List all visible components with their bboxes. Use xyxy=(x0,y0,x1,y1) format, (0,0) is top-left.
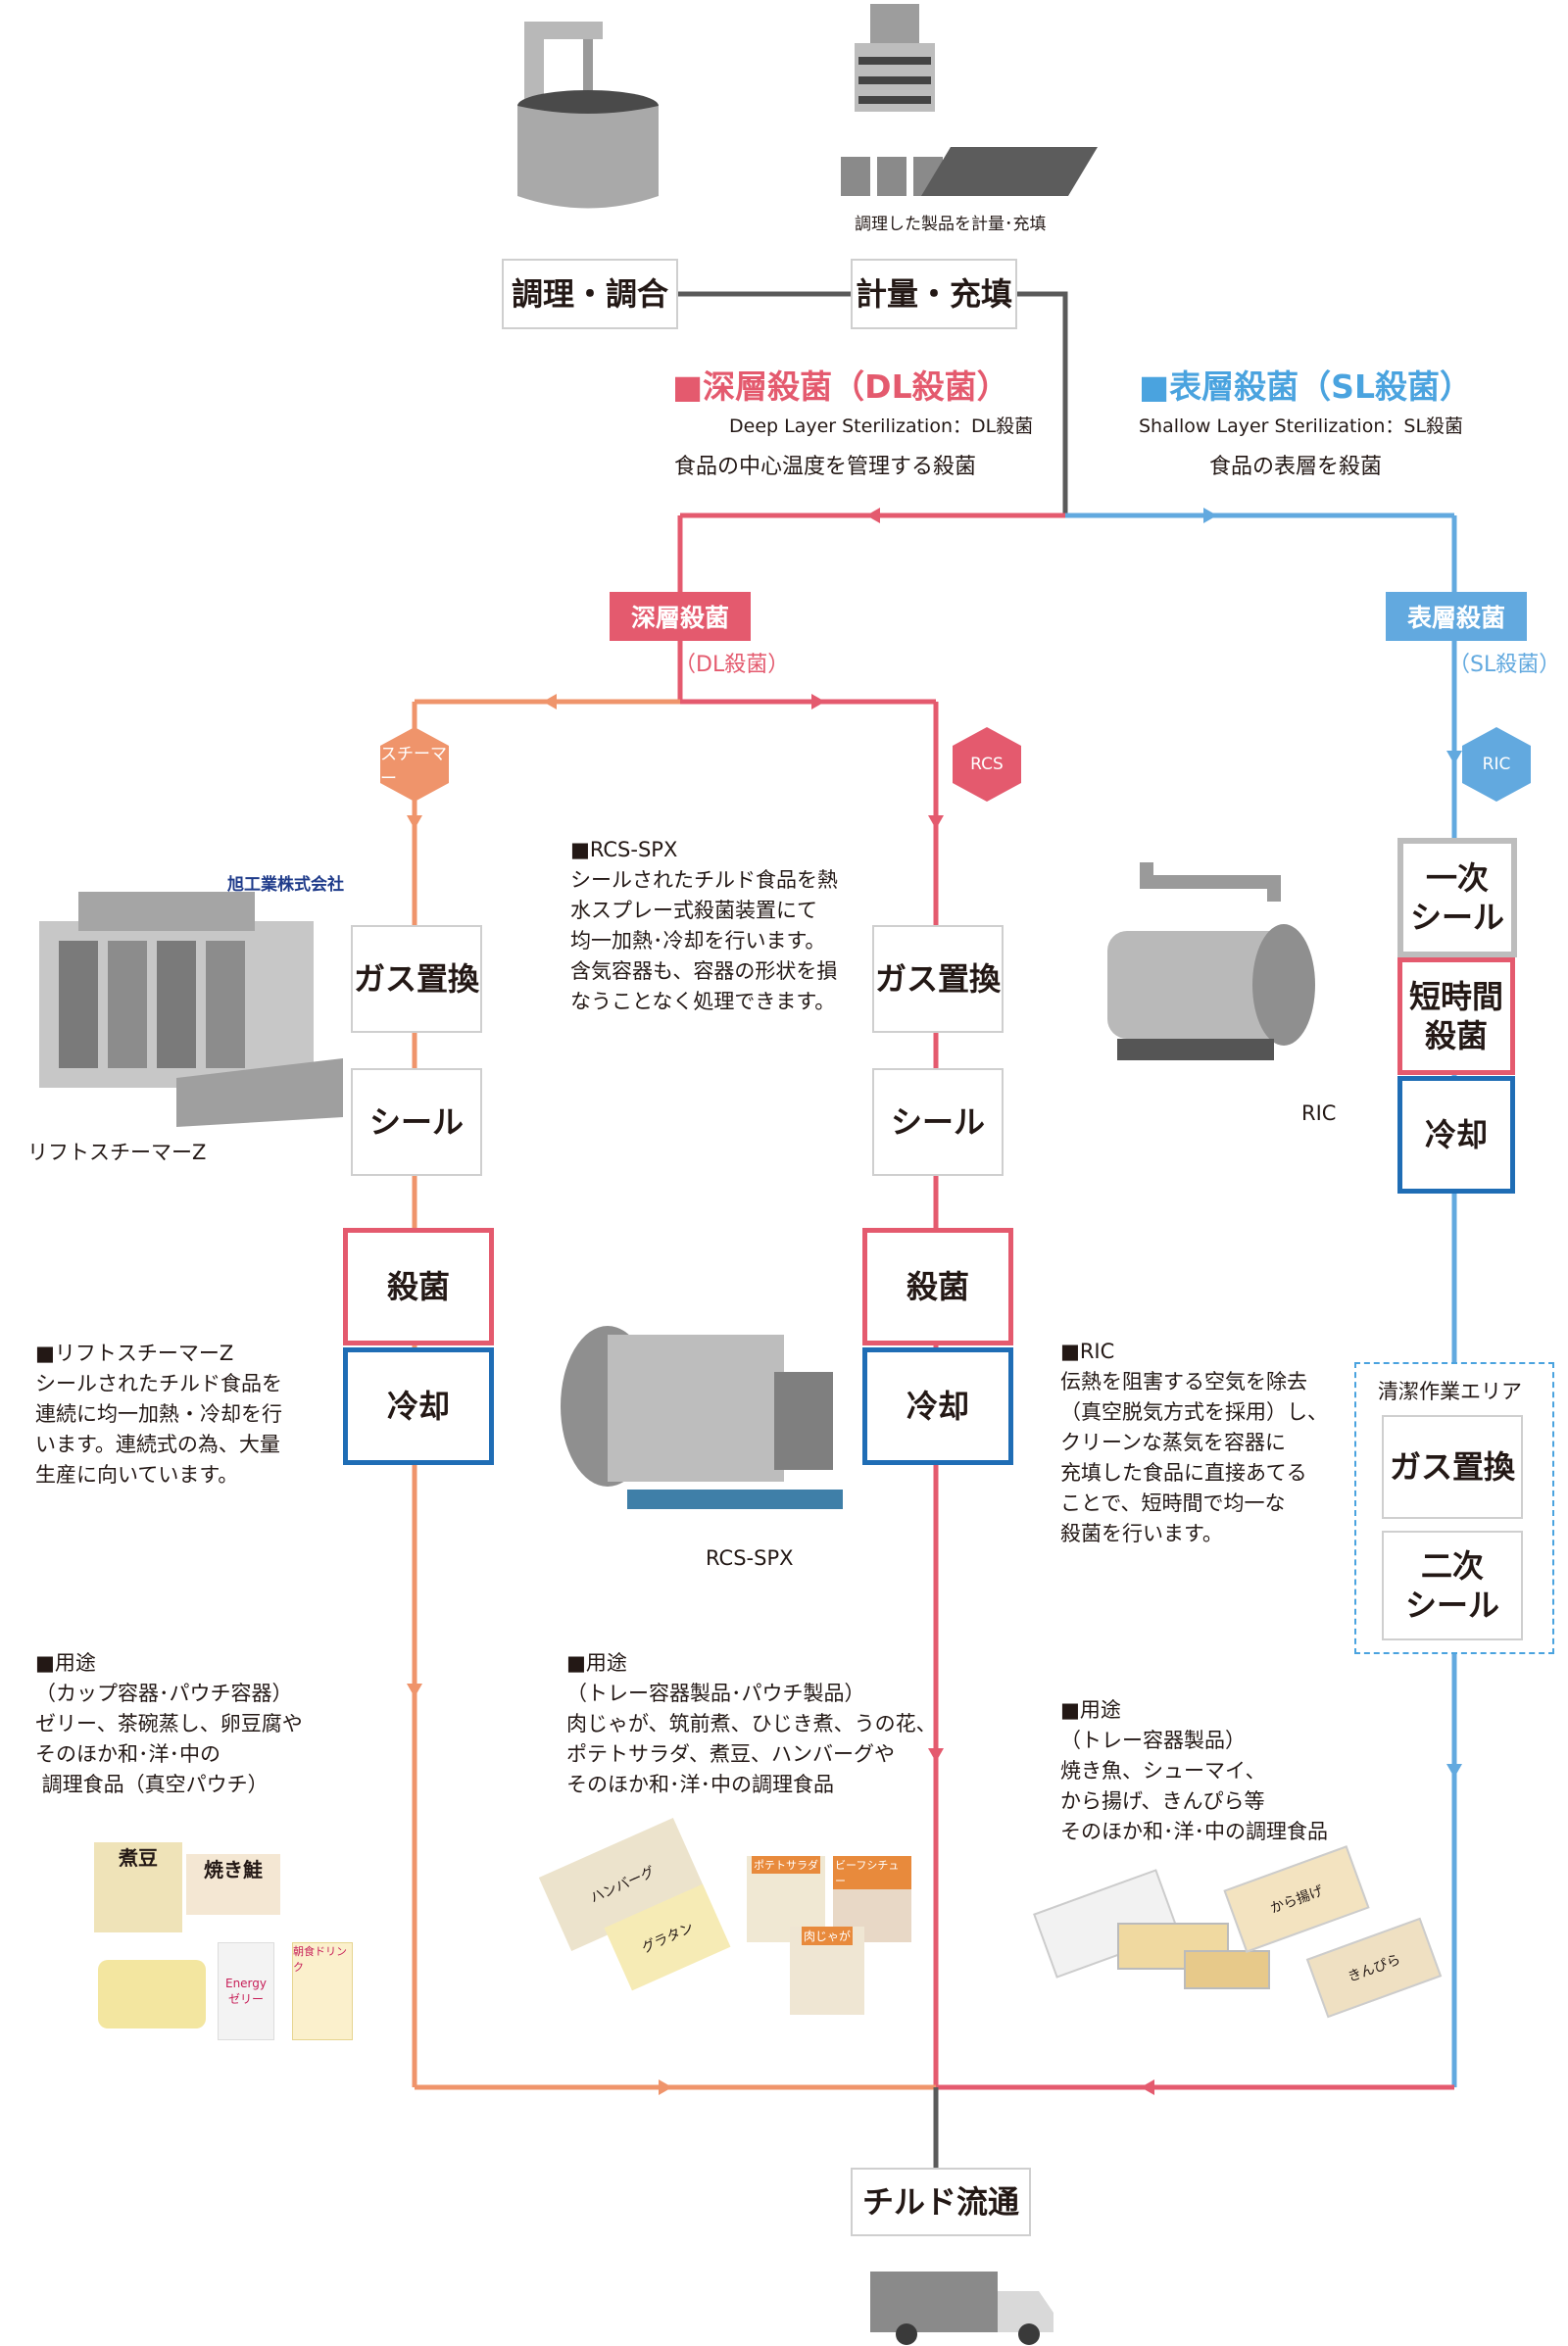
ric-gas-box: ガス置換 xyxy=(1382,1415,1523,1519)
rcs-gas-label: ガス置換 xyxy=(874,960,1001,998)
arrow-down-icon xyxy=(928,1748,944,1762)
cook-blend-box: 調理・調合 xyxy=(502,259,678,329)
arrow-down-icon xyxy=(407,815,422,829)
ric-machine-name: RIC xyxy=(1301,1101,1337,1125)
product-pouch: 朝食ドリンク xyxy=(292,1942,353,2040)
product-pouch: 肉じゃが xyxy=(790,1927,864,2015)
arrow-right-icon xyxy=(1203,508,1217,523)
product-pouch: ポテトサラダ xyxy=(747,1856,825,1942)
ric-cool-box: 冷却 xyxy=(1397,1076,1515,1194)
rcs-description: ■RCS-SPX シールされたチルド食品を熱 水スプレー式殺菌装置にて 均一加熱… xyxy=(570,838,838,1013)
product-pouch: 煮豆 xyxy=(94,1842,182,1932)
steamer-gas-box: ガス置換 xyxy=(351,925,482,1033)
product-label: 朝食ドリンク xyxy=(293,1945,347,1974)
clean-area-label: 清潔作業エリア xyxy=(1378,1380,1522,1403)
ric-primary-seal-box: 一次 シール xyxy=(1397,838,1517,957)
rcs-hex-label: RCS xyxy=(970,755,1004,774)
sl-tag-label: 表層殺菌 xyxy=(1406,604,1505,632)
sl-header-title: ■表層殺菌（SL殺菌） xyxy=(1139,367,1472,406)
ric-gas-label: ガス置換 xyxy=(1389,1448,1515,1486)
steamer-gas-label: ガス置換 xyxy=(353,960,479,998)
steamer-hex-label: スチーマー xyxy=(380,745,447,789)
product-label: きんぴら xyxy=(1346,1951,1403,1986)
steamer-seal-box: シール xyxy=(351,1068,482,1176)
truck-icon xyxy=(870,2272,1054,2345)
arrow-down-icon xyxy=(928,815,944,829)
sl-header-english: Shallow Layer Sterilization：SL殺菌 xyxy=(1139,415,1464,437)
product-label: ハンバーグ xyxy=(588,1864,658,1907)
product-label: 煮豆 xyxy=(119,1846,158,1870)
rcs-sterilize-label: 殺菌 xyxy=(906,1268,969,1305)
rcs-spx-machine-icon xyxy=(561,1326,843,1509)
sl-tag-sub: （SL殺菌） xyxy=(1448,653,1561,677)
chill-distribution-box: チルド流通 xyxy=(851,2168,1031,2236)
chill-distribution-label: チルド流通 xyxy=(861,2183,1019,2221)
arrow-down-icon xyxy=(407,1684,422,1697)
dl-tag-sub: （DL殺菌） xyxy=(674,653,790,677)
sl-header-desc: 食品の表層を殺菌 xyxy=(1209,455,1383,479)
steamer-description: ■リフトスチーマーZ シールされたチルド食品を 連続に均一加熱・冷却を行 います… xyxy=(35,1342,282,1487)
steamer-sterilize-box: 殺菌 xyxy=(343,1228,494,1345)
product-label: から揚げ xyxy=(1268,1882,1326,1918)
dl-header-english: Deep Layer Sterilization：DL殺菌 xyxy=(729,415,1034,437)
ric-usage: ■用途 （トレー容器製品） 焼き魚、シューマイ、 から揚げ、きんぴら等 そのほか… xyxy=(1060,1698,1328,1843)
rcs-seal-label: シール xyxy=(890,1103,985,1141)
steamer-machine-name: リフトスチーマーZ xyxy=(27,1141,207,1164)
rcs-gas-box: ガス置換 xyxy=(872,925,1004,1033)
steamer-seal-label: シール xyxy=(368,1103,464,1141)
ric-description: ■RIC 伝熱を阻害する空気を除去 （真空脱気方式を採用）し、 クリーンな蒸気を… xyxy=(1060,1340,1328,1545)
product-label: 肉じゃが xyxy=(801,1927,853,1945)
ric-short-sterilize-label: 短時間 殺菌 xyxy=(1408,978,1503,1054)
product-pouch: 焼き鮭 xyxy=(186,1854,280,1915)
dl-tag-label: 深層殺菌 xyxy=(630,604,729,632)
rcs-usage: ■用途 （トレー容器製品･パウチ製品） 肉じゃが、筑前煮、ひじき煮、うの花、 ポ… xyxy=(566,1651,937,1796)
rcs-seal-box: シール xyxy=(872,1068,1004,1176)
ric-cool-label: 冷却 xyxy=(1424,1116,1488,1153)
product-cup xyxy=(98,1960,206,2028)
ric-short-sterilize-box: 短時間 殺菌 xyxy=(1397,957,1515,1075)
product-label: 焼き鮭 xyxy=(204,1858,263,1882)
product-label: グラタン xyxy=(639,1920,697,1957)
fill-caption: 調理した製品を計量･充填 xyxy=(855,215,1047,234)
arrow-left-icon xyxy=(1141,2079,1154,2095)
weigh-fill-box: 計量・充填 xyxy=(851,259,1017,329)
dl-tag: 深層殺菌 xyxy=(610,592,751,641)
steamer-hex-badge: スチーマー xyxy=(380,727,449,802)
ric-autoclave-icon xyxy=(1107,862,1315,1060)
arrow-right-icon xyxy=(811,694,825,709)
maker-logo: 旭工業株式会社 xyxy=(227,875,344,895)
lift-steamer-machine-icon xyxy=(39,892,343,1127)
ric-hex-label: RIC xyxy=(1482,755,1511,774)
product-label: Energy ゼリー xyxy=(224,1976,267,2006)
dl-header-desc: 食品の中心温度を管理する殺菌 xyxy=(674,455,977,479)
product-label: ビーフシチュー xyxy=(833,1856,911,1889)
rcs-machine-name: RCS-SPX xyxy=(706,1546,794,1570)
steamer-cool-box: 冷却 xyxy=(343,1347,494,1465)
product-pouch: ビーフシチュー xyxy=(833,1856,911,1942)
weigh-fill-label: 計量・充填 xyxy=(855,275,1012,313)
product-pouch: Energy ゼリー xyxy=(218,1942,274,2040)
rcs-cool-box: 冷却 xyxy=(862,1347,1013,1465)
ric-primary-seal-label: 一次 シール xyxy=(1409,859,1504,936)
arrow-down-icon xyxy=(1446,751,1462,764)
arrow-left-icon xyxy=(543,694,557,709)
dl-header-title: ■深層殺菌（DL殺菌） xyxy=(672,367,1009,406)
steamer-cool-label: 冷却 xyxy=(386,1388,450,1425)
filling-machine-icon xyxy=(841,4,1098,196)
steamer-sterilize-label: 殺菌 xyxy=(386,1268,450,1305)
arrow-down-icon xyxy=(1446,1764,1462,1778)
rcs-sterilize-box: 殺菌 xyxy=(862,1228,1013,1345)
ric-secondary-seal-label: 二次 シール xyxy=(1404,1547,1499,1624)
arrow-left-icon xyxy=(866,508,880,523)
ric-secondary-seal-box: 二次 シール xyxy=(1382,1531,1523,1640)
cook-blend-label: 調理・調合 xyxy=(511,275,668,313)
steamer-usage: ■用途 （カップ容器･パウチ容器） ゼリー、茶碗蒸し、卵豆腐や そのほか和･洋･… xyxy=(35,1651,303,1796)
connector-fill-split xyxy=(1015,291,1068,515)
cooking-kettle-icon xyxy=(517,22,659,209)
product-label: ポテトサラダ xyxy=(752,1856,820,1874)
arrow-right-icon xyxy=(659,2079,672,2095)
rcs-cool-label: 冷却 xyxy=(906,1388,969,1425)
sl-tag: 表層殺菌 xyxy=(1386,592,1527,641)
product-tray xyxy=(1184,1950,1270,1989)
